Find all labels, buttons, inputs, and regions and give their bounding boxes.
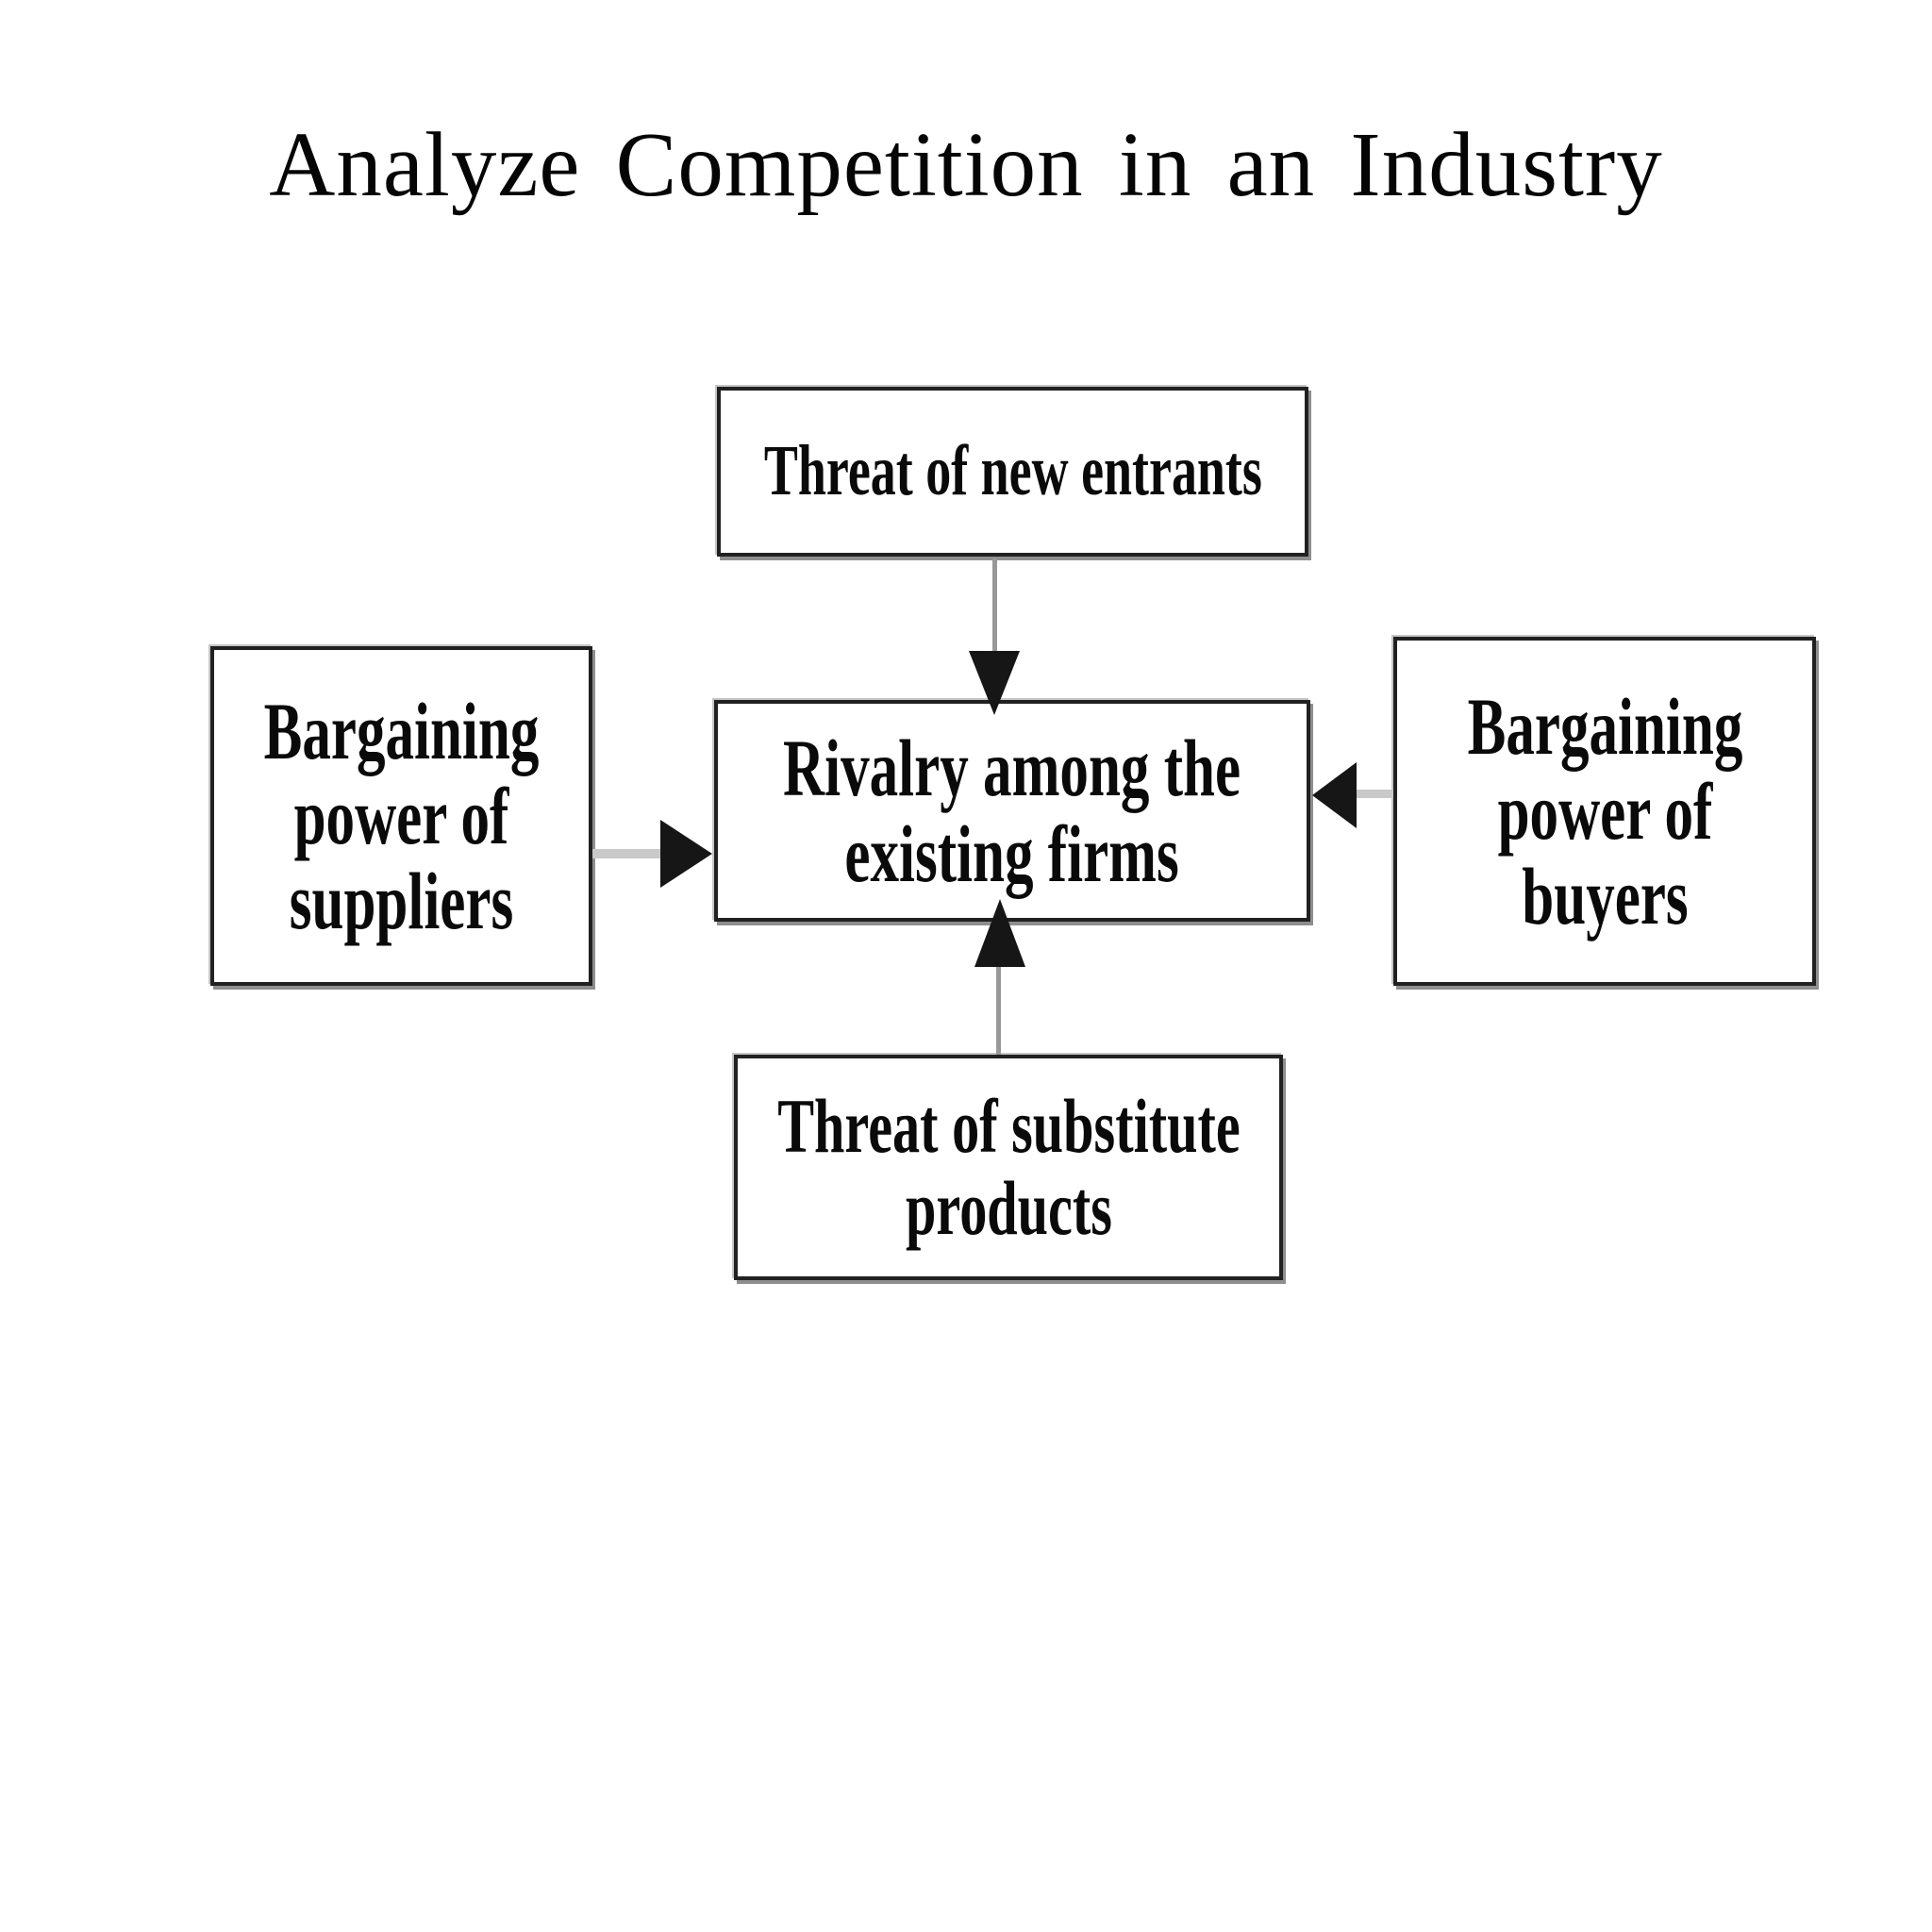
box-bargaining-power-suppliers: Bargaining power of suppliers bbox=[210, 646, 592, 986]
box-threat-of-substitute-products: Threat of substitute products bbox=[734, 1055, 1283, 1280]
box-threat-of-new-entrants-label: Threat of new entrants bbox=[763, 431, 1262, 511]
box-bargaining-power-buyers-label: Bargaining power of buyers bbox=[1467, 680, 1742, 942]
box-threat-of-new-entrants: Threat of new entrants bbox=[717, 387, 1308, 557]
arrow-right-icon bbox=[660, 820, 712, 888]
page-title: Analyze Competition in an Industry bbox=[269, 114, 1663, 215]
box-threat-of-substitute-products-label: Threat of substitute products bbox=[776, 1083, 1241, 1251]
box-rivalry-existing-firms-label: Rivalry among the existing firms bbox=[783, 723, 1241, 899]
connector-line-buyers bbox=[1356, 790, 1393, 798]
connector-line-new-entrants bbox=[992, 558, 997, 653]
connector-line-suppliers bbox=[592, 849, 666, 858]
arrow-up-icon bbox=[974, 899, 1025, 967]
box-rivalry-existing-firms: Rivalry among the existing firms bbox=[714, 700, 1310, 922]
connector-line-substitutes bbox=[996, 964, 1001, 1055]
arrow-left-icon bbox=[1312, 762, 1357, 828]
box-bargaining-power-suppliers-label: Bargaining power of suppliers bbox=[263, 685, 540, 947]
arrow-down-icon bbox=[969, 651, 1020, 715]
box-bargaining-power-buyers: Bargaining power of buyers bbox=[1393, 637, 1816, 986]
